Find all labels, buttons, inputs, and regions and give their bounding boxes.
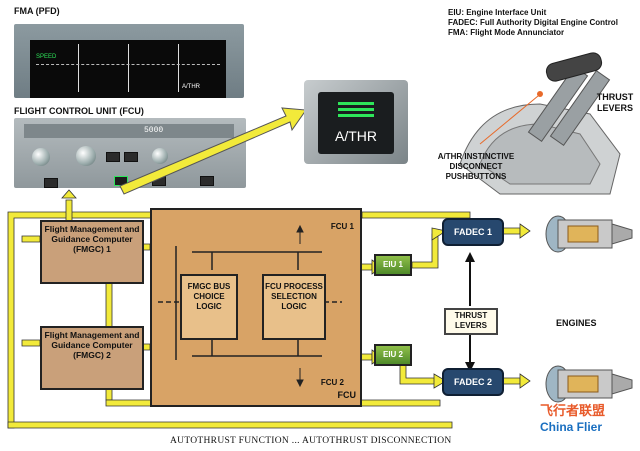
fcu2-label: FCU 2 [320, 378, 344, 387]
fmgc-bus-choice-logic: FMGC BUS CHOICE LOGIC [180, 274, 238, 340]
fma-athr-mode: A/THR [182, 84, 200, 90]
thrust-levers-box: THRUST LEVERS [444, 308, 498, 335]
fadec1-box: FADEC 1 [442, 218, 504, 246]
athr-face: A/THR [318, 92, 394, 154]
appr-button[interactable] [200, 176, 214, 186]
watermark-cn: 飞行者联盟 [540, 403, 606, 418]
engine1-illustration [545, 215, 633, 253]
fmgc1-box: Flight Management and Guidance Computer … [40, 220, 144, 284]
fcu1-label: FCU 1 [330, 222, 354, 231]
eiu2-box: EIU 2 [374, 344, 412, 366]
fcu-box: FCU 1 FCU 2 FCU FMGC BUS CHOICE LOGIC FC… [150, 208, 362, 407]
fma-panel: SPEED A/THR [14, 24, 244, 98]
disconnect-pushbuttons-label: A/THR INSTINCTIVE DISCONNECT PUSHBUTTONS [437, 152, 515, 181]
fmgc2-box: Flight Management and Guidance Computer … [40, 326, 144, 390]
fcu-box-label: FCU [337, 390, 357, 400]
legend-fadec: FADEC: Full Authority Digital Engine Con… [448, 18, 618, 27]
legend-fma: FMA: Flight Mode Annunciator [448, 28, 565, 37]
fcu-altitude-display: 5000 [144, 126, 164, 135]
fadec2-box: FADEC 2 [442, 368, 504, 396]
caption: AUTOTHRUST FUNCTION ... AUTOTHRUST DISCO… [170, 436, 452, 446]
athr-pushbutton-zoom[interactable]: A/THR [304, 80, 408, 164]
ap1-button[interactable] [106, 152, 120, 162]
eiu1-box: EIU 1 [374, 254, 412, 276]
fcu-process-selection-logic: FCU PROCESS SELECTION LOGIC [262, 274, 326, 340]
athr-zoom-label: A/THR [335, 128, 377, 144]
disconnect-pushbutton-marker [537, 91, 543, 97]
speed-knob[interactable] [32, 148, 50, 166]
ap2-button[interactable] [124, 152, 138, 162]
fma-speed-mode: SPEED [36, 54, 57, 60]
altitude-knob[interactable] [152, 148, 168, 164]
watermark-en: China Flier [540, 420, 603, 434]
thrust-levers-label: THRUST LEVERS [596, 92, 634, 113]
fma-screen: SPEED A/THR [30, 40, 226, 98]
fma-title: FMA (PFD) [14, 6, 60, 16]
legend-eiu: EIU: Engine Interface Unit [448, 8, 547, 17]
engine2-illustration [545, 365, 633, 403]
legend: EIU: Engine Interface Unit FADEC: Full A… [448, 8, 618, 38]
heading-knob[interactable] [76, 146, 96, 166]
fcu-title: FLIGHT CONTROL UNIT (FCU) [14, 106, 144, 116]
loc-button[interactable] [44, 178, 58, 188]
thrust-lever-illustration [459, 52, 621, 195]
engines-label: ENGINES [556, 318, 597, 328]
